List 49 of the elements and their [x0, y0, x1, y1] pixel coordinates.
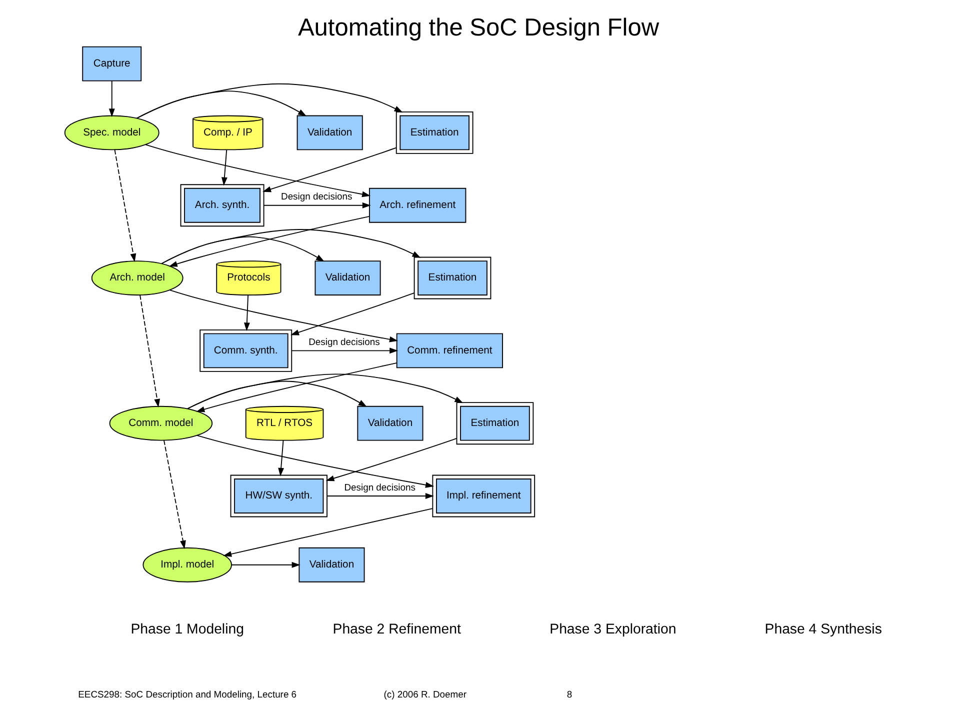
node-box: Arch. refinement	[368, 188, 466, 223]
label: (c) 2006 R. Doemer	[383, 688, 466, 700]
arrow	[196, 362, 397, 412]
edge-label: Design decisions	[344, 481, 415, 492]
label: EECS298: SoC Description and Modeling, Lecture 6	[78, 688, 296, 700]
arrow	[325, 438, 456, 482]
arrow	[160, 229, 420, 264]
label: Phase 1 Modeling	[130, 620, 244, 636]
node-box: HW/SW synth.	[230, 474, 327, 518]
arrow	[168, 216, 370, 267]
edge-label: Design decisions	[308, 336, 380, 348]
arrow	[262, 202, 370, 208]
diagram-title: Automating the SoC Design Flow	[297, 14, 659, 42]
node-box: Comm. synth.	[199, 329, 292, 372]
arrow	[139, 294, 160, 408]
arrow	[144, 144, 370, 198]
node-box: Comm. refinement	[396, 333, 502, 368]
arrow	[290, 348, 398, 354]
arrow	[278, 440, 284, 476]
node-box: Validation	[298, 547, 364, 582]
node-box: Estimation	[456, 402, 534, 445]
edge-label: Design decisions	[280, 190, 352, 202]
node-box: Impl. refinement	[432, 474, 535, 518]
node-box: Arch. synth.	[180, 184, 264, 227]
node-box: Estimation	[395, 111, 473, 154]
node-box: Validation	[356, 406, 423, 441]
node-box: Validation	[296, 115, 362, 150]
arrow	[114, 149, 136, 262]
arrow	[136, 83, 402, 119]
arrow	[326, 493, 434, 499]
arrow	[108, 80, 114, 118]
arrow	[196, 434, 434, 488]
arrow	[220, 149, 227, 186]
arrow	[168, 290, 398, 342]
node-box: Validation	[314, 260, 380, 296]
label: Phase 4 Synthesis	[764, 620, 882, 636]
node-box: Capture	[82, 46, 142, 82]
arrow	[163, 440, 186, 550]
arrow	[230, 562, 300, 568]
label: 8	[566, 688, 572, 700]
node-box: Estimation	[413, 256, 491, 300]
node-ellipse: Spec. model	[64, 115, 159, 150]
arrow	[262, 147, 396, 192]
arrow	[243, 294, 250, 332]
arrow	[290, 292, 414, 336]
arrow	[222, 508, 432, 557]
label: Phase 3 Exploration	[549, 620, 676, 636]
label: Phase 2 Refinement	[332, 620, 460, 636]
arrow	[186, 374, 463, 410]
